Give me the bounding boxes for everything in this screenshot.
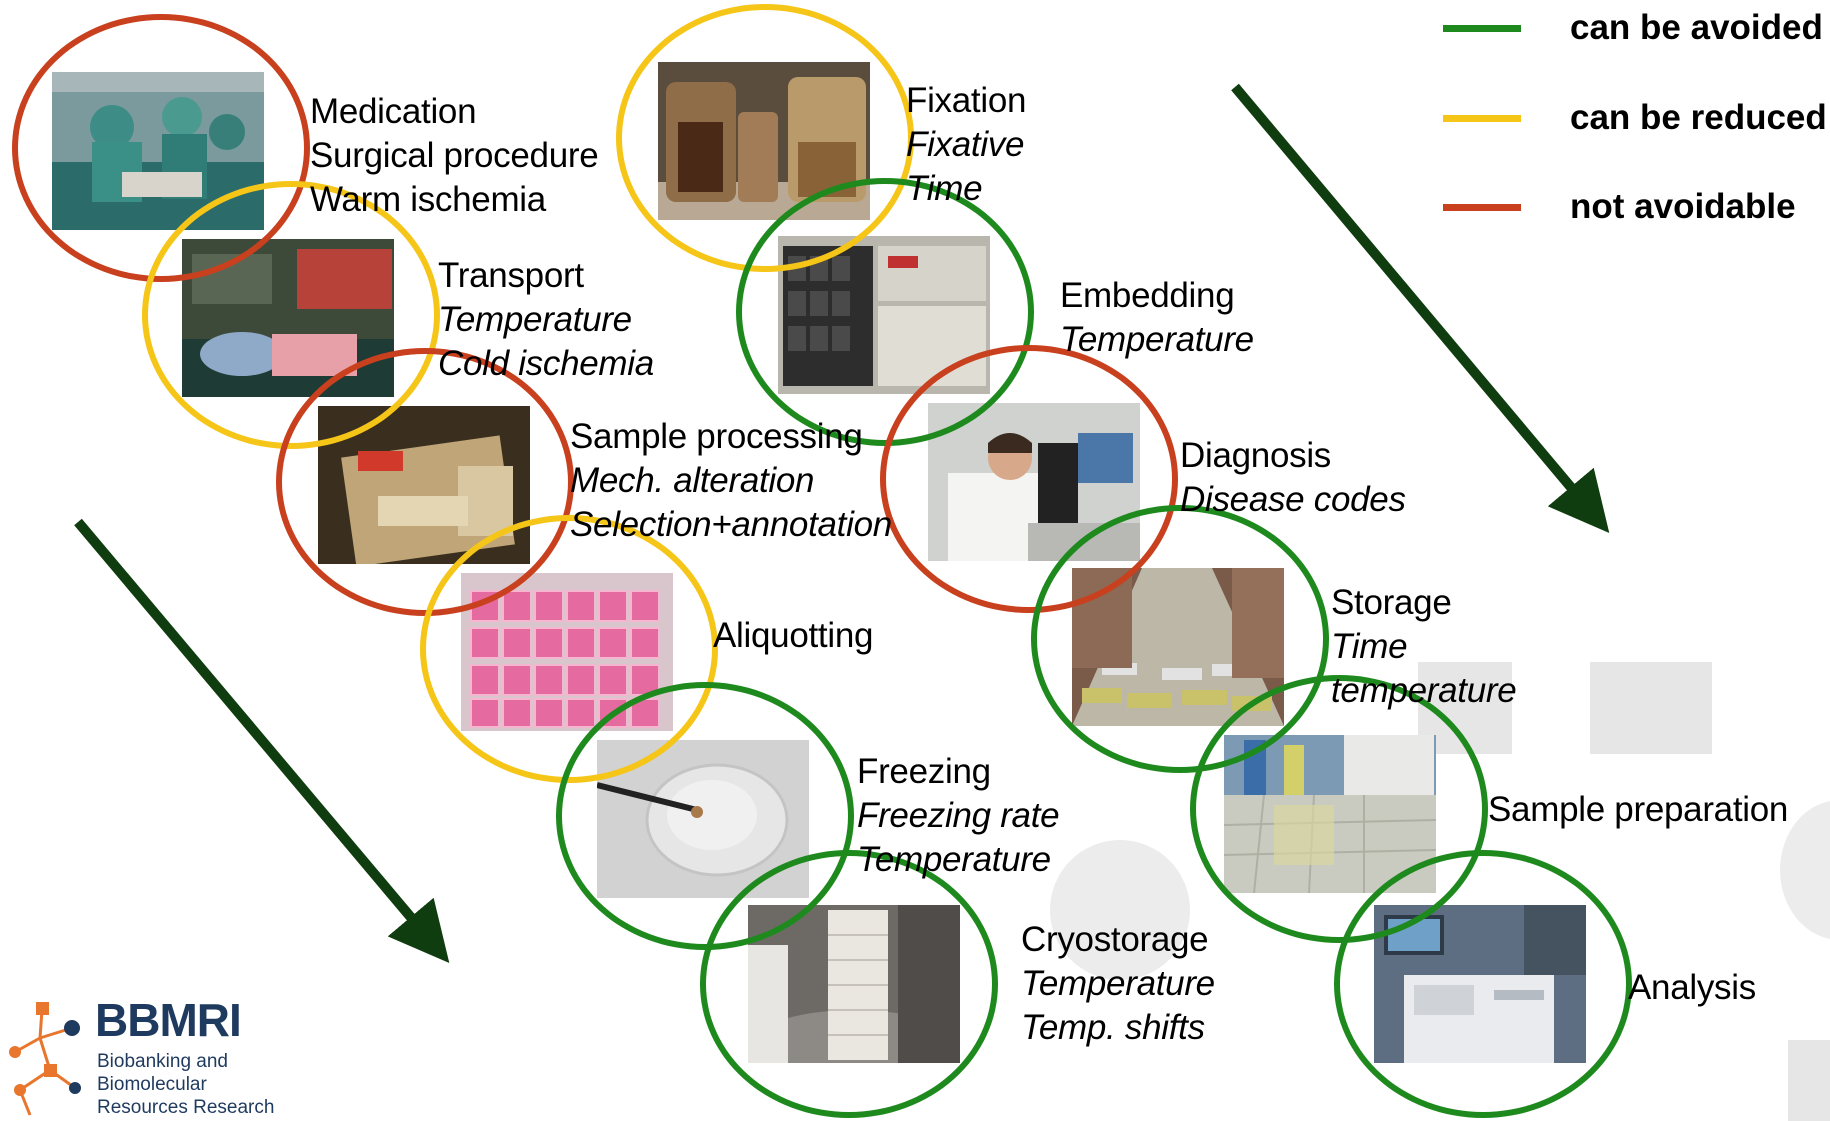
step-factor: Fixative <box>906 125 1025 164</box>
arrow-down-left-flow <box>74 518 450 963</box>
step-medication-label: Medication Surgical procedure Warm ische… <box>310 90 599 222</box>
step-factor: temperature <box>1331 671 1517 710</box>
background-block <box>1788 1040 1830 1121</box>
step-factor: Time <box>1331 627 1408 666</box>
step-title: Transport <box>438 256 584 295</box>
ring-can-be-avoided <box>1190 675 1488 943</box>
step-factor: Cold ischemia <box>438 344 654 383</box>
legend-swatch-green <box>1443 24 1521 32</box>
step-freezing-label: Freezing Freezing rate Temperature <box>857 750 1060 882</box>
step-title: Embedding <box>1060 276 1235 315</box>
step-detail: Surgical procedure <box>310 136 599 175</box>
legend-label: can be avoided <box>1570 8 1823 47</box>
step-factor: Selection+annotation <box>570 505 892 544</box>
background-circle <box>1050 840 1190 980</box>
step-diagnosis-label: Diagnosis Disease codes <box>1180 434 1406 522</box>
step-title: Diagnosis <box>1180 436 1331 475</box>
arrow-down-right-flow <box>1231 83 1610 533</box>
step-title: Medication <box>310 92 477 131</box>
step-title: Aliquotting <box>713 616 874 655</box>
step-factor: Temperature <box>1060 320 1254 359</box>
legend-swatch-red <box>1443 203 1521 211</box>
ring-can-be-avoided <box>1031 505 1329 773</box>
step-aliquotting-label: Aliquotting <box>713 614 873 658</box>
step-title: Sample preparation <box>1488 790 1789 829</box>
legend-label: not avoidable <box>1570 187 1796 226</box>
step-storage-label: Storage Time temperature <box>1331 581 1517 713</box>
step-factor: Temperature <box>1021 964 1215 1003</box>
step-factor: Temperature <box>438 300 632 339</box>
ring-can-be-avoided <box>1334 850 1632 1118</box>
step-embedding-label: Embedding Temperature <box>1060 274 1254 362</box>
bbmri-logo: BBMRI Biobanking and Biomolecular Resour… <box>0 990 300 1121</box>
step-factor: Disease codes <box>1180 480 1406 519</box>
logo-subtitle-line: Biobanking and <box>97 1051 228 1072</box>
legend-label: can be reduced <box>1570 98 1827 137</box>
step-fixation-label: Fixation Fixative Time <box>906 79 1026 211</box>
legend-avoided: can be avoided <box>1443 8 1823 48</box>
step-title: Analysis <box>1628 968 1756 1007</box>
step-factor: Time <box>906 169 983 208</box>
step-title: Fixation <box>906 81 1027 120</box>
step-sample-processing-label: Sample processing Mech. alteration Selec… <box>570 415 892 547</box>
step-transport-label: Transport Temperature Cold ischemia <box>438 254 654 386</box>
network-nodes-icon <box>9 1002 81 1116</box>
step-analysis-label: Analysis <box>1628 966 1756 1010</box>
step-detail: Warm ischemia <box>310 180 546 219</box>
legend-not-avoidable: not avoidable <box>1443 187 1796 227</box>
background-block <box>1590 662 1712 754</box>
ring-not-avoidable <box>880 345 1178 613</box>
logo-title: BBMRI <box>95 994 242 1046</box>
step-title: Freezing <box>857 752 991 791</box>
logo-subtitle-line: Resources Research <box>97 1097 275 1118</box>
step-factor: Temperature <box>857 840 1051 879</box>
logo-subtitle-line: Biomolecular <box>97 1074 207 1095</box>
ring-can-be-avoided <box>700 850 998 1118</box>
legend-swatch-yellow <box>1443 114 1521 122</box>
step-factor: Temp. shifts <box>1021 1008 1205 1047</box>
step-title: Sample processing <box>570 417 863 456</box>
step-title: Storage <box>1331 583 1452 622</box>
step-cryostorage-label: Cryostorage Temperature Temp. shifts <box>1021 918 1215 1050</box>
step-factor: Freezing rate <box>857 796 1060 835</box>
legend-reduced: can be reduced <box>1443 98 1827 138</box>
step-title: Cryostorage <box>1021 920 1209 959</box>
step-sample-preparation-label: Sample preparation <box>1488 788 1788 832</box>
step-factor: Mech. alteration <box>570 461 815 500</box>
